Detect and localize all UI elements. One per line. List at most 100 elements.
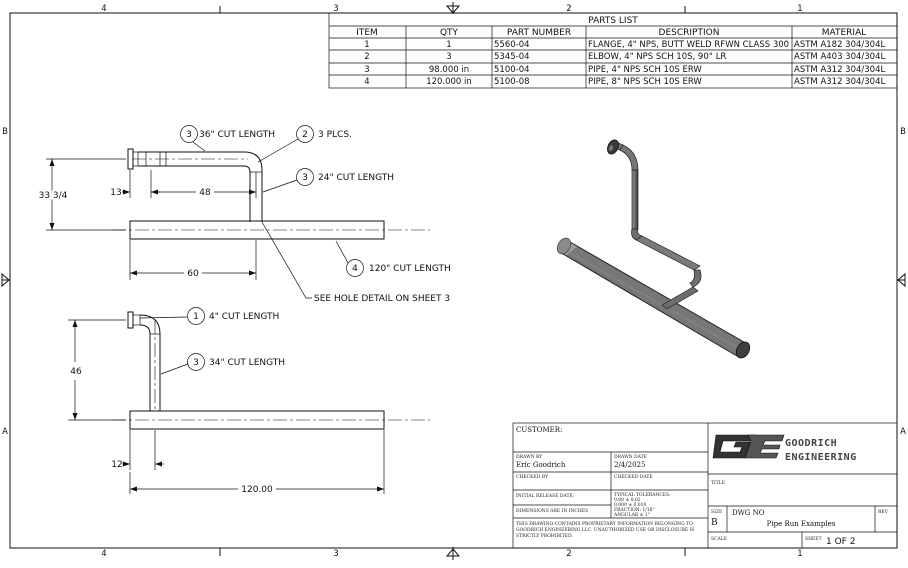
col-header-qty: QTY xyxy=(440,28,459,38)
cell-item: 4 xyxy=(364,77,369,87)
dim-offset-top: 13 xyxy=(110,188,121,198)
tolerances-title: TYPICAL TOLERANCES: xyxy=(614,492,671,498)
title-label: TITLE xyxy=(711,480,725,486)
rev-label: REV xyxy=(878,509,889,515)
zone-top-3: 3 xyxy=(333,4,338,14)
dim-branch-top: 60 xyxy=(187,269,199,279)
title-block: CUSTOMER: DRAWN BY Eric Goodrich DRAWN D… xyxy=(512,422,898,549)
balloon-34-cut: 3 34" CUT LENGTH xyxy=(160,353,285,375)
dim-run-top: 48 xyxy=(199,188,211,198)
cell-qty: 1 xyxy=(446,40,451,50)
center-mark-right xyxy=(897,272,906,288)
col-header-part-number: PART NUMBER xyxy=(507,28,571,38)
zone-bottom-1: 1 xyxy=(797,549,802,559)
balloon-120-cut: 4 120" CUT LENGTH xyxy=(335,240,451,277)
scale-label: SCALE xyxy=(711,536,727,542)
cell-qty: 120.000 in xyxy=(426,77,472,87)
sheet-label: SHEET xyxy=(805,536,822,542)
dim-height-side: 46 xyxy=(70,367,82,377)
company-logo: GOODRICH ENGINEERING xyxy=(712,434,857,463)
cell-part-number: 5100-08 xyxy=(494,77,530,87)
cell-material: ASTM A403 304/304L xyxy=(794,52,885,62)
proprietary-line-2: GOODRICH ENGINEERING LLC. UNAUTHORIZED U… xyxy=(516,527,694,533)
balloon-4-cut: 1 4" CUT LENGTH xyxy=(139,307,279,325)
balloon-24-cut: 3 24" CUT LENGTH xyxy=(262,168,394,193)
svg-text:4: 4 xyxy=(352,264,358,274)
zone-left-b: B xyxy=(2,127,8,137)
cell-material: ASTM A312 304/304L xyxy=(794,65,885,75)
cell-qty: 3 xyxy=(446,52,451,62)
cell-qty: 98.000 in xyxy=(429,65,469,75)
drawing-name: Pipe Run Examples xyxy=(767,520,836,528)
tolerance-4: ANGULAR ± 1° xyxy=(613,512,650,518)
cell-part-number: 5345-04 xyxy=(494,52,530,62)
tolerance-1: 0.00 ± 0.02 xyxy=(614,497,641,503)
proprietary-line-3: STRICTLY PROHIBITED. xyxy=(516,533,573,539)
svg-text:3 PLCS.: 3 PLCS. xyxy=(318,130,352,140)
col-header-material: MATERIAL xyxy=(822,28,867,38)
svg-text:4" CUT LENGTH: 4" CUT LENGTH xyxy=(209,312,279,322)
zone-bottom-4: 4 xyxy=(101,549,106,559)
zone-right-b: B xyxy=(900,127,906,137)
cell-item: 2 xyxy=(364,52,369,62)
drawn-date-label: DRAWN DATE xyxy=(614,454,647,460)
iso-main-pipe xyxy=(556,237,751,359)
isometric-view xyxy=(556,139,751,359)
dwg-no-label: DWG NO xyxy=(732,509,765,517)
table-row: 2 3 5345-04 ELBOW, 4" NPS SCH 10S, 90° L… xyxy=(364,52,885,62)
balloon-elbow-3-plcs: 2 3 PLCS. xyxy=(257,125,352,163)
cell-description: PIPE, 8" NPS SCH 10S ERW xyxy=(588,77,702,87)
col-header-description: DESCRIPTION xyxy=(659,28,720,38)
center-mark-left xyxy=(1,272,10,288)
table-row: 4 120.000 in 5100-08 PIPE, 8" NPS SCH 10… xyxy=(364,77,885,87)
svg-text:1: 1 xyxy=(193,312,199,322)
zone-bottom-2: 2 xyxy=(566,549,571,559)
svg-text:34" CUT LENGTH: 34" CUT LENGTH xyxy=(209,358,285,368)
dim-length-side: 120.00 xyxy=(241,485,273,495)
side-view: 46 12 120.00 1 4" CUT LENGTH 3 34" CUT L… xyxy=(68,307,430,495)
parts-list-title: PARTS LIST xyxy=(588,16,638,26)
customer-label: CUSTOMER: xyxy=(516,426,562,434)
dim-offset-side: 12 xyxy=(111,460,122,470)
zone-top-2: 2 xyxy=(566,4,571,14)
cell-part-number: 5100-04 xyxy=(494,65,530,75)
cell-part-number: 5560-04 xyxy=(494,40,530,50)
parts-list-table: PARTS LIST ITEM QTY PART NUMBER DESCRIPT… xyxy=(328,12,898,89)
top-view: 33 3/4 13 48 60 3 36" CUT LENGTH 2 3 PLC xyxy=(37,125,451,304)
zone-top-1: 1 xyxy=(797,4,802,14)
initial-release-label: INITIAL RELEASE DATE: xyxy=(516,493,575,499)
cell-description: PIPE, 4" NPS SCH 10S ERW xyxy=(588,65,702,75)
tolerance-2: 0.000 ± 0.010 xyxy=(614,502,647,508)
company-name-1: GOODRICH xyxy=(785,438,837,449)
balloon-36-cut: 3 36" CUT LENGTH xyxy=(180,125,275,152)
cell-item: 3 xyxy=(364,65,369,75)
checked-date-label: CHECKED DATE xyxy=(614,474,653,480)
svg-text:3: 3 xyxy=(193,358,199,368)
company-name-2: ENGINEERING xyxy=(785,452,857,463)
hole-detail-note: SEE HOLE DETAIL ON SHEET 3 xyxy=(314,294,450,304)
svg-text:36" CUT LENGTH: 36" CUT LENGTH xyxy=(199,130,275,140)
drawn-date-value: 2/4/2025 xyxy=(614,461,645,469)
table-row: 1 1 5560-04 FLANGE, 4" NPS, BUTT WELD RF… xyxy=(364,40,885,50)
zone-right-a: A xyxy=(900,427,906,437)
svg-text:24" CUT LENGTH: 24" CUT LENGTH xyxy=(318,173,394,183)
zone-left-a: A xyxy=(2,427,8,437)
checked-by-label: CHECKED BY xyxy=(516,474,549,480)
cell-description: ELBOW, 4" NPS SCH 10S, 90° LR xyxy=(588,52,726,62)
flange-part xyxy=(127,311,134,329)
tolerance-3: FRACTION: 1/16" xyxy=(614,507,655,513)
size-value: B xyxy=(711,518,718,528)
dim-height-top: 33 3/4 xyxy=(39,191,68,201)
sheet-value: 1 OF 2 xyxy=(826,537,855,547)
zone-labels: 4 3 2 1 4 3 2 1 B A B A xyxy=(2,4,906,559)
proprietary-line-1: THIS DRAWING CONTAINS PROPRIETARY INFORM… xyxy=(516,521,693,527)
cell-item: 1 xyxy=(364,40,369,50)
zone-top-4: 4 xyxy=(101,4,106,14)
cell-material: ASTM A312 304/304L xyxy=(794,77,885,87)
zone-bottom-3: 3 xyxy=(333,549,338,559)
col-header-item: ITEM xyxy=(356,28,378,38)
svg-text:120" CUT LENGTH: 120" CUT LENGTH xyxy=(369,264,451,274)
size-label: SIZE xyxy=(711,509,722,515)
drawn-by-label: DRAWN BY xyxy=(516,454,543,460)
